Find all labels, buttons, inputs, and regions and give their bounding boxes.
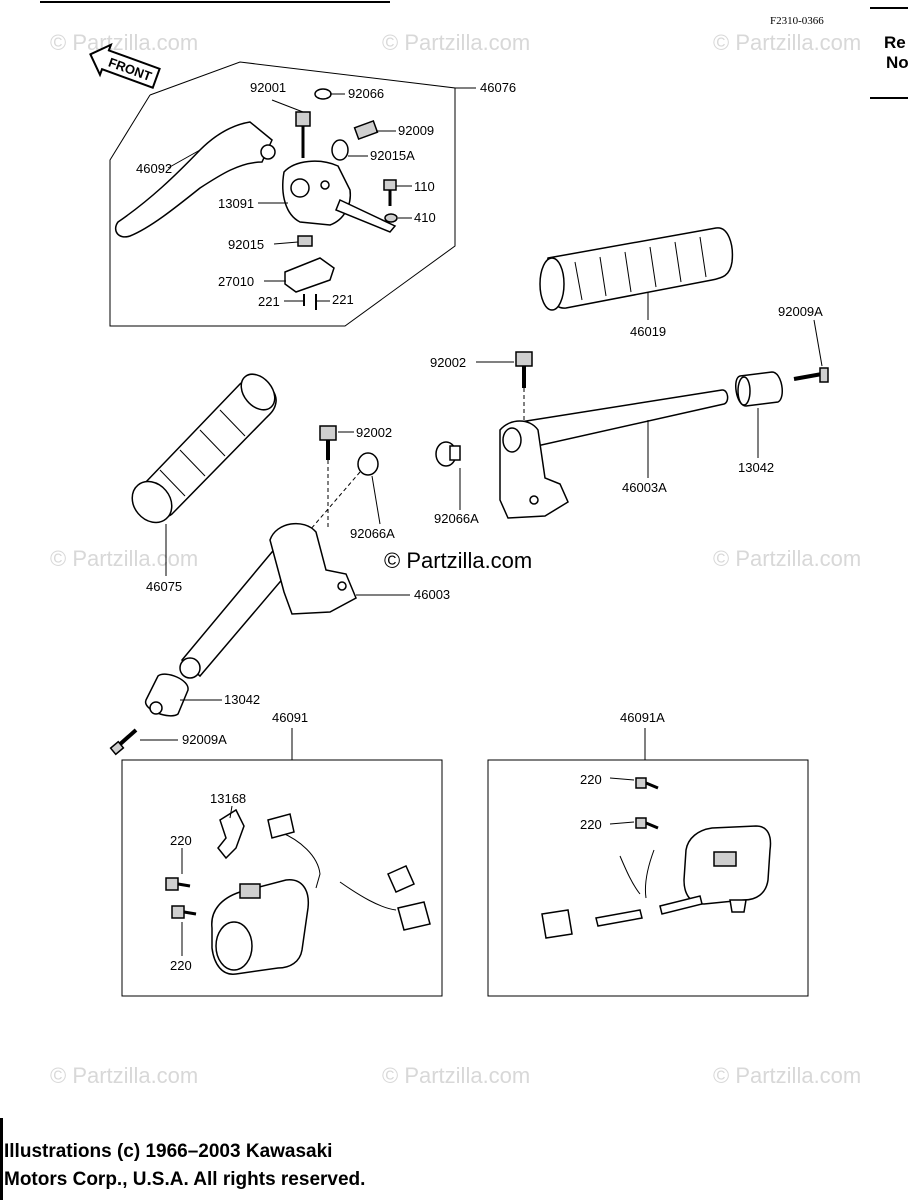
part-label-92002: 92002 — [356, 425, 392, 440]
part-label-92066A: 92066A — [350, 526, 395, 541]
part-label-92015A: 92015A — [370, 148, 415, 163]
part-label-221: 221 — [332, 292, 354, 307]
grip-46075-drawing — [131, 373, 277, 576]
part-label-220: 220 — [580, 772, 602, 787]
part-label-46092: 46092 — [136, 161, 172, 176]
part-label-92066A: 92066A — [434, 511, 479, 526]
bar-end-13042-left — [145, 673, 222, 717]
grip-46019-drawing — [539, 227, 734, 320]
part-labels: 46076 92001 92066 92009 92015A 46092 110… — [136, 80, 823, 973]
part-label-46091: 46091 — [272, 710, 308, 725]
copyright-line-1: Illustrations (c) 1966–2003 Kawasaki — [4, 1141, 333, 1162]
part-label-13042: 13042 — [224, 692, 260, 707]
watermark: © Partzilla.com — [713, 546, 861, 571]
part-label-92009A: 92009A — [778, 304, 823, 319]
part-label-220: 220 — [170, 958, 192, 973]
part-label-92002: 92002 — [430, 355, 466, 370]
part-label-46003: 46003 — [414, 587, 450, 602]
cap-92066A-left — [309, 452, 381, 531]
bolt-110 — [383, 179, 397, 206]
watermark: © Partzilla.com — [50, 30, 198, 55]
part-label-92001: 92001 — [250, 80, 286, 95]
switch-box-46091A — [487, 728, 809, 997]
watermark-main: © Partzilla.com — [384, 548, 532, 573]
part-label-92009: 92009 — [398, 123, 434, 138]
part-label-13168: 13168 — [210, 791, 246, 806]
bolt-92002-mid — [319, 425, 354, 530]
screw-92009A-bottom — [109, 728, 178, 756]
copyright-notice: Illustrations (c) 1966–2003 Kawasaki Mot… — [4, 1138, 365, 1194]
bar-end-13042-right — [734, 371, 784, 458]
part-label-220: 220 — [580, 817, 602, 832]
part-label-46076: 46076 — [480, 80, 516, 95]
lever-holder-drawing — [282, 160, 397, 233]
watermark: © Partzilla.com — [50, 546, 198, 571]
part-label-220: 220 — [170, 833, 192, 848]
part-label-110: 110 — [414, 179, 435, 194]
part-label-46075: 46075 — [146, 579, 182, 594]
brake-lever-drawing — [114, 121, 276, 238]
watermark: © Partzilla.com — [50, 1063, 198, 1088]
cap-92066A-right — [435, 441, 461, 510]
nut-92015 — [297, 235, 313, 247]
side-text-2: No — [886, 53, 908, 72]
screw-92009A-top — [793, 319, 829, 383]
lever-assembly-box — [109, 61, 476, 327]
part-label-221: 221 — [258, 294, 280, 309]
bolt-92001 — [295, 111, 311, 158]
part-label-13042: 13042 — [738, 460, 774, 475]
part-label-92066: 92066 — [348, 86, 384, 101]
part-label-410: 410 — [414, 210, 436, 225]
part-label-13091: 13091 — [218, 196, 254, 211]
part-label-46091A: 46091A — [620, 710, 665, 725]
part-label-46019: 46019 — [630, 324, 666, 339]
nut-410 — [384, 213, 398, 223]
part-label-92009A: 92009A — [182, 732, 227, 747]
copyright-line-2: Motors Corp., U.S.A. All rights reserved… — [4, 1169, 366, 1190]
leader-lines-top — [167, 93, 412, 302]
watermark: © Partzilla.com — [382, 1063, 530, 1088]
screw-221 — [303, 294, 317, 310]
watermark: © Partzilla.com — [713, 1063, 861, 1088]
switch-27010 — [284, 257, 335, 293]
adjuster-92009 — [331, 119, 379, 161]
watermark: © Partzilla.com — [382, 30, 530, 55]
watermark: © Partzilla.com — [713, 30, 861, 55]
part-label-46003A: 46003A — [622, 480, 667, 495]
figure-code: F2310-0366 — [770, 15, 824, 27]
side-text-1: Re — [884, 33, 906, 52]
bolt-92002-top — [476, 351, 533, 420]
part-label-27010: 27010 — [218, 274, 254, 289]
handlebar-46003-drawing — [179, 522, 410, 679]
left-rule — [0, 1118, 3, 1200]
handlebar-46003A-drawing — [499, 389, 729, 519]
cap-92066 — [314, 88, 332, 100]
front-arrow-icon: FRONT — [89, 42, 161, 89]
switch-box-46091 — [121, 728, 443, 997]
part-label-92015: 92015 — [228, 237, 264, 252]
